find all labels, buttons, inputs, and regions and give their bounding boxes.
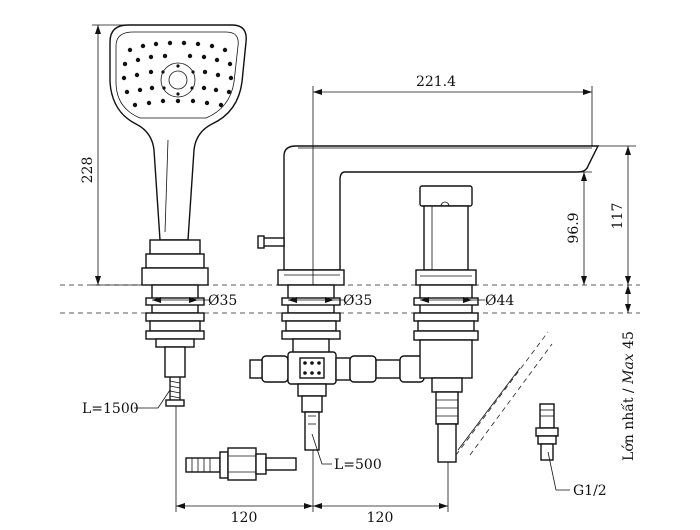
dimension-228: [92, 24, 150, 286]
hand-shower: [109, 24, 247, 286]
dimension-117: [598, 145, 636, 285]
dimension-max-45: [625, 285, 631, 313]
spray-nozzles: [121, 40, 234, 108]
spacing-dimensions: [175, 406, 449, 512]
hose: [165, 377, 185, 407]
diameter-leaders: [152, 297, 485, 303]
deck-lines: [60, 284, 640, 314]
label-221-4: 221.4: [416, 74, 456, 90]
mixer-handle: [415, 185, 477, 286]
label-117: 117: [610, 203, 626, 230]
mixer-valve-block: [249, 351, 425, 451]
label-228: 228: [80, 157, 96, 184]
spout: [257, 145, 600, 286]
label-pipe-length: L=500: [334, 457, 382, 473]
label-spacing-right: 120: [367, 510, 394, 526]
label-dia-middle: Ø35: [343, 293, 372, 309]
label-spacing-left: 120: [231, 510, 258, 526]
label-max-deck: Lớn nhất / Max 45: [620, 331, 637, 461]
label-hose-length: L=1500: [82, 401, 139, 417]
supply-pipe-horizontal: [185, 447, 297, 481]
label-96-9: 96.9: [566, 212, 582, 243]
spout-mount: [281, 284, 341, 354]
max-deck-italic: Max: [621, 353, 637, 385]
dimension-221-4: [312, 86, 593, 285]
max-deck-prefix: Lớn nhất /: [620, 384, 637, 461]
label-thread: G1/2: [573, 483, 607, 499]
label-dia-left: Ø35: [208, 293, 237, 309]
label-dia-right: Ø44: [485, 293, 514, 309]
handshower-mount: [145, 284, 205, 407]
callout-leaders: [134, 389, 570, 491]
max-deck-value: 45: [621, 331, 637, 353]
mixer-mount: [413, 284, 553, 463]
dimension-96-9: [560, 171, 592, 285]
g12-connector: [535, 403, 559, 461]
